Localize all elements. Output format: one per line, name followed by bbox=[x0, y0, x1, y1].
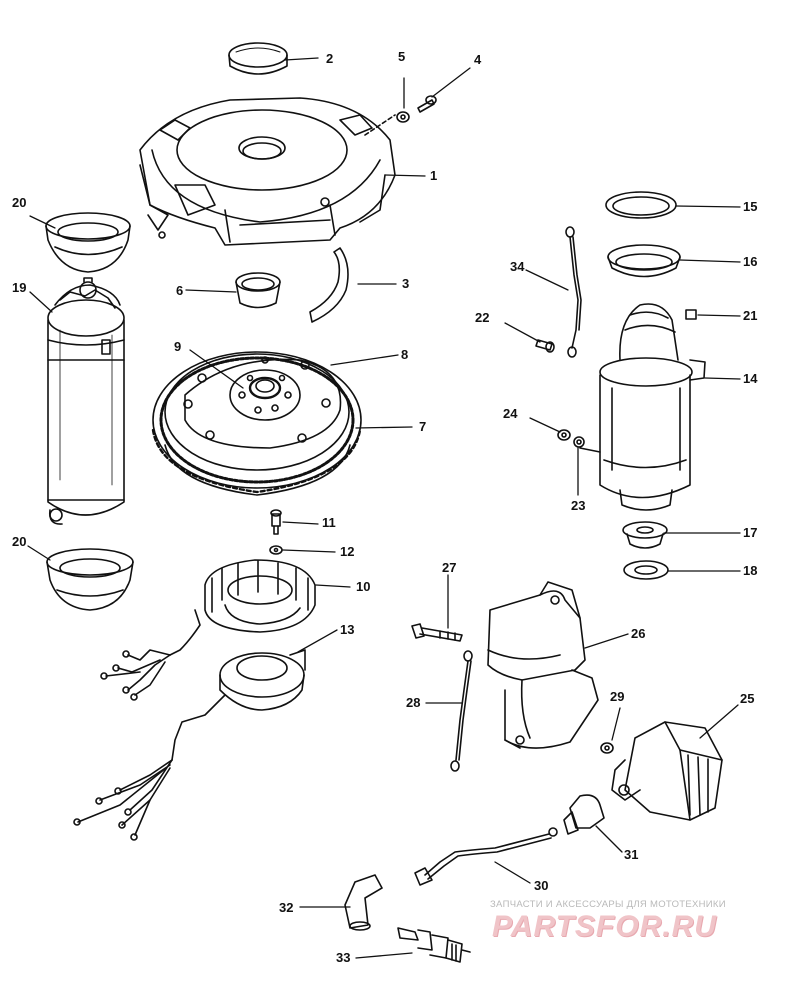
label-part-7: 7 bbox=[419, 419, 427, 434]
label-part-32: 32 bbox=[279, 900, 294, 915]
part-1-flywheel-cover bbox=[139, 97, 396, 246]
part-20-end-cap-lower bbox=[46, 548, 134, 611]
label-part-27: 27 bbox=[442, 560, 457, 575]
label-part-11: 11 bbox=[322, 515, 336, 530]
part-15-ring bbox=[605, 191, 677, 219]
label-part-17: 17 bbox=[743, 525, 758, 540]
part-2-cap bbox=[228, 42, 288, 75]
label-part-28: 28 bbox=[406, 695, 421, 710]
part-33-spark-plug bbox=[397, 927, 471, 963]
part-8-hub-plate bbox=[183, 356, 342, 449]
part-31-boot bbox=[563, 794, 605, 835]
part-6-bushing bbox=[235, 272, 281, 309]
watermark-tagline: ЗАПЧАСТИ И АКСЕССУАРЫ ДЛЯ МОТОТЕХНИКИ bbox=[490, 899, 726, 910]
label-part-30: 30 bbox=[534, 878, 549, 893]
watermark-logo: PARTSFOR.RU bbox=[492, 910, 717, 943]
label-part-9: 9 bbox=[174, 339, 182, 354]
part-19-starter-motor bbox=[47, 277, 125, 525]
label-part-14: 14 bbox=[743, 371, 758, 386]
label-part-24: 24 bbox=[503, 406, 518, 421]
part-18-washer bbox=[623, 560, 669, 580]
part-12-washer bbox=[269, 545, 283, 555]
label-part-21: 21 bbox=[743, 308, 758, 323]
label-part-19: 19 bbox=[12, 280, 27, 295]
part-5-washer bbox=[396, 111, 410, 123]
label-part-31: 31 bbox=[624, 847, 639, 862]
part-29-nut bbox=[600, 742, 614, 754]
label-part-34: 34 bbox=[510, 259, 525, 274]
part-27-bolt bbox=[411, 623, 463, 642]
part-4-screw bbox=[417, 95, 437, 113]
part-21-nut bbox=[685, 309, 697, 320]
label-part-20-upper: 20 bbox=[12, 195, 27, 210]
part-17-bushing bbox=[622, 521, 668, 549]
label-part-18: 18 bbox=[743, 563, 758, 578]
label-part-26: 26 bbox=[631, 626, 646, 641]
leader-lines bbox=[27, 57, 741, 959]
label-part-13: 13 bbox=[340, 622, 355, 637]
part-3-bracket bbox=[309, 247, 349, 323]
part-24-washer bbox=[557, 429, 571, 441]
part-20-end-cap-upper bbox=[45, 212, 131, 273]
part-32-spark-plug-boot bbox=[344, 874, 383, 931]
part-16-collar bbox=[607, 244, 681, 278]
part-11-screw bbox=[270, 509, 282, 535]
label-part-3: 3 bbox=[402, 276, 410, 291]
label-part-23: 23 bbox=[571, 498, 586, 513]
part-30-high-tension-lead bbox=[414, 827, 558, 886]
part-28-cable bbox=[450, 650, 473, 772]
part-13-trigger bbox=[73, 649, 306, 841]
label-part-2: 2 bbox=[326, 51, 334, 66]
label-part-25: 25 bbox=[740, 691, 755, 706]
label-part-6: 6 bbox=[176, 283, 184, 298]
part-34-ground-cable bbox=[565, 226, 582, 358]
label-part-22: 22 bbox=[475, 310, 490, 325]
label-part-15: 15 bbox=[743, 199, 758, 214]
label-part-8: 8 bbox=[401, 347, 409, 362]
label-part-12: 12 bbox=[340, 544, 355, 559]
part-7-flywheel bbox=[151, 351, 362, 496]
part-22-screw bbox=[535, 339, 555, 353]
label-part-20-lower: 20 bbox=[12, 534, 27, 549]
part-26-mounting-bracket bbox=[487, 581, 599, 749]
label-part-1: 1 bbox=[430, 168, 438, 183]
part-10-stator bbox=[100, 559, 316, 701]
label-part-33: 33 bbox=[336, 950, 351, 965]
label-part-5: 5 bbox=[398, 49, 406, 64]
label-part-16: 16 bbox=[743, 254, 758, 269]
part-9-hub-nut bbox=[229, 369, 301, 421]
part-23-nut bbox=[573, 436, 585, 448]
part-14-starter bbox=[579, 303, 706, 511]
label-part-10: 10 bbox=[356, 579, 371, 594]
label-part-29: 29 bbox=[610, 689, 625, 704]
part-25-ignition-coil bbox=[611, 721, 723, 821]
label-part-4: 4 bbox=[474, 52, 482, 67]
